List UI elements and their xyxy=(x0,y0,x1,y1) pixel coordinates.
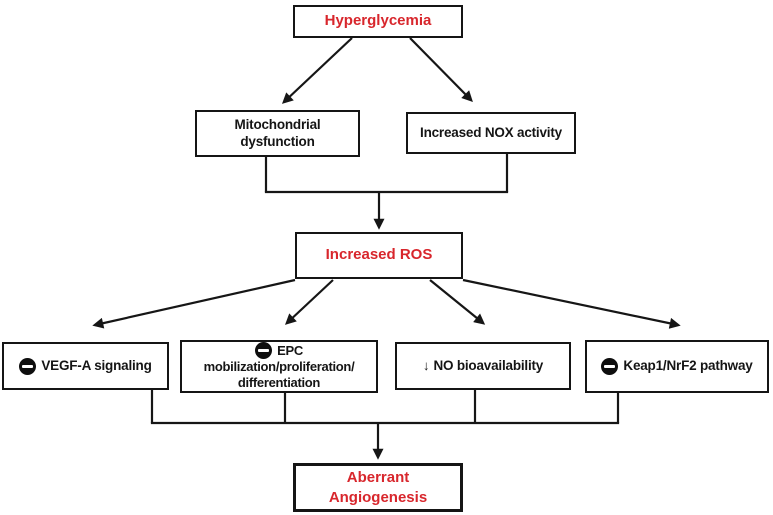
node-mitochondrial-dysfunction-line2: dysfunction xyxy=(240,133,315,149)
decrease-arrow-icon: ↓ xyxy=(422,357,430,373)
node-vegf-a-signaling: VEGF-A signaling xyxy=(2,342,169,390)
node-epc-line2: mobilization/proliferation/ xyxy=(203,359,355,375)
node-epc: EPC mobilization/proliferation/ differen… xyxy=(180,340,378,393)
node-aberrant-angiogenesis: Aberrant Angiogenesis xyxy=(293,463,463,512)
node-keap1-nrf2-pathway-label: Keap1/NrF2 pathway xyxy=(623,358,753,374)
node-no-bioavailability-label: NO bioavailability xyxy=(433,357,544,373)
node-vegf-a-signaling-label: VEGF-A signaling xyxy=(41,357,152,373)
inhibition-icon xyxy=(255,342,273,360)
node-mitochondrial-dysfunction-line1: Mitochondrial xyxy=(234,117,321,133)
node-no-bioavailability: ↓ NO bioavailability xyxy=(395,342,571,390)
inhibition-icon xyxy=(19,357,37,375)
node-increased-nox-activity: Increased NOX activity xyxy=(406,112,576,154)
node-increased-ros: Increased ROS xyxy=(295,232,463,279)
node-keap1-nrf2-pathway: Keap1/NrF2 pathway xyxy=(585,340,769,393)
node-increased-ros-label: Increased ROS xyxy=(325,246,433,264)
node-epc-line1: EPC xyxy=(277,342,303,358)
node-aberrant-angiogenesis-line2: Angiogenesis xyxy=(328,488,428,506)
node-epc-line3: differentiation xyxy=(237,375,321,390)
inhibition-icon xyxy=(601,358,619,375)
node-hyperglycemia: Hyperglycemia xyxy=(293,5,463,38)
node-aberrant-angiogenesis-line1: Aberrant xyxy=(346,469,410,486)
node-mitochondrial-dysfunction: Mitochondrial dysfunction xyxy=(195,110,360,157)
node-hyperglycemia-label: Hyperglycemia xyxy=(324,12,432,30)
node-increased-nox-activity-label: Increased NOX activity xyxy=(420,124,562,140)
